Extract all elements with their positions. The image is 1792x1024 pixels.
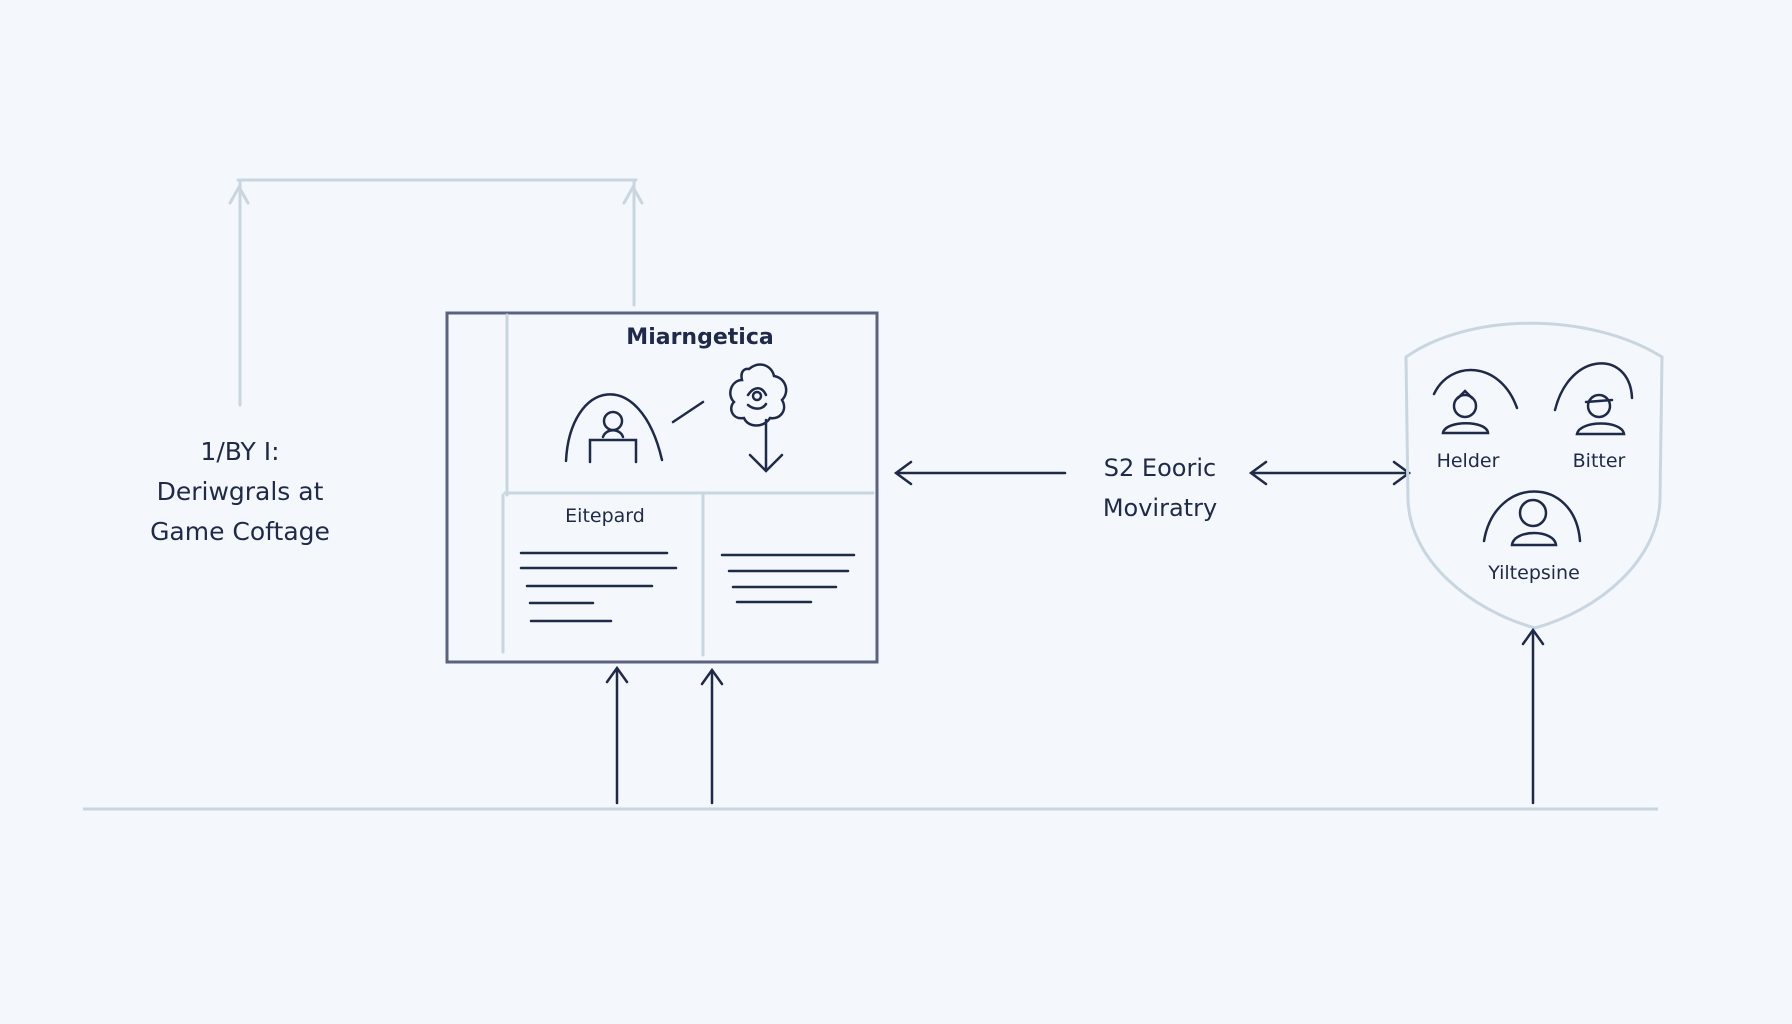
connector-label-line-1: S2 Eooric [1103, 454, 1217, 482]
shield-outline [1404, 321, 1664, 630]
panel-title: Miarngetica [626, 325, 774, 350]
shield-role-label: Bitter [1572, 450, 1626, 472]
flower-icon [729, 363, 788, 427]
panel-text-lines-right [720, 553, 856, 604]
double-arrow [1248, 460, 1412, 486]
connector-label: S2 Eooric Moviratry [1060, 448, 1260, 528]
person-reading-icon [564, 393, 664, 464]
panel-text-lines-left [519, 551, 678, 623]
down-arrow [748, 418, 784, 473]
connector-label-line-2: Moviratry [1102, 494, 1218, 522]
panel-subtitle: Eitepard [565, 505, 645, 527]
person-icon [1553, 362, 1634, 436]
shield-role-label: Yiltepsine [1488, 562, 1580, 584]
person-icon [1432, 368, 1519, 435]
panel-dash [671, 400, 705, 424]
left-label-line-1: 1/BY I: [200, 437, 280, 466]
shield-input-arrow [1521, 627, 1545, 805]
person-icon [1482, 490, 1582, 547]
top-bracket-connector [228, 178, 644, 407]
main-panel [445, 311, 879, 664]
shield-role-label: Helder [1436, 450, 1500, 472]
left-label-line-3: Game Coftage [150, 517, 330, 546]
left-arrow [893, 460, 1067, 486]
left-label-line-2: Deriwgrals at [156, 477, 324, 506]
panel-input-arrows [605, 665, 724, 805]
left-label: 1/BY I: Deriwgrals at Game Coftage [110, 432, 370, 552]
